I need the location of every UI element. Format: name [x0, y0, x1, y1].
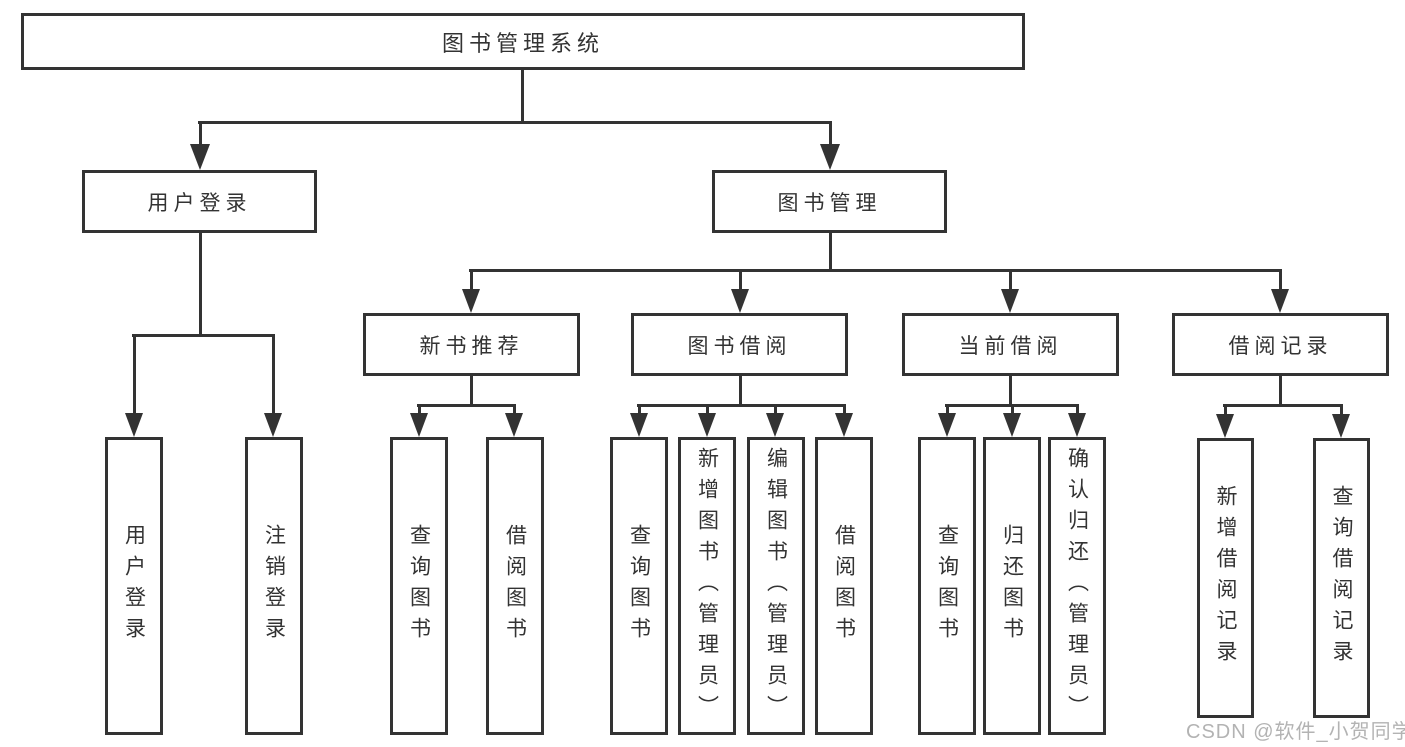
leaf-query-books-current: 查询图书 [918, 437, 976, 735]
arrowhead-to-book-borrow [731, 289, 749, 313]
connector-shaft [638, 404, 641, 415]
leaf-label: 借阅图书 [832, 524, 856, 648]
leaf-confirm-return-admin: 确认归还（管理员） [1048, 437, 1106, 735]
connector-shaft [774, 404, 777, 415]
node-borrowing-records: 借阅记录 [1172, 313, 1389, 376]
connector-book-mgmt-hbar [469, 269, 1282, 272]
leaf-add-books-admin: 新增图书（管理员） [678, 437, 736, 735]
connector-shaft [418, 404, 421, 415]
arrowhead-to-current-borrow [1001, 289, 1019, 313]
leaf-logout: 注销登录 [245, 437, 303, 735]
connector-shaft [1340, 404, 1343, 416]
leaf-edit-books-admin: 编辑图书（管理员） [747, 437, 805, 735]
connector-to-current-borrow-shaft [1009, 269, 1012, 291]
leaf-label: 新增借阅记录 [1214, 485, 1237, 671]
arrowhead [505, 413, 523, 437]
leaf-label: 查询图书 [407, 524, 431, 648]
connector-to-leaf-user-login-shaft [133, 334, 136, 415]
arrowhead [1003, 413, 1021, 437]
node-label: 借阅记录 [1228, 334, 1333, 358]
connector-shaft [1224, 404, 1227, 416]
connector-to-book-borrow-shaft [739, 269, 742, 291]
leaf-query-books-borrowing: 查询图书 [610, 437, 668, 735]
arrowhead [1068, 413, 1086, 437]
arrowhead [410, 413, 428, 437]
connector-book-borrow-hbar [637, 404, 846, 407]
arrowhead-to-borrow-records [1271, 289, 1289, 313]
leaf-label: 查询借阅记录 [1330, 485, 1353, 671]
leaf-label: 查询图书 [627, 524, 651, 648]
leaf-borrow-books: 借阅图书 [815, 437, 873, 735]
leaf-label: 编辑图书（管理员） [764, 446, 788, 726]
connector-book-borrow-vline [739, 375, 742, 406]
connector-borrow-records-hbar [1223, 404, 1343, 407]
connector-shaft [843, 404, 846, 415]
node-label: 图书借阅 [687, 334, 792, 358]
leaf-query-borrow-record: 查询借阅记录 [1313, 438, 1370, 718]
node-label: 新书推荐 [419, 334, 524, 358]
connector-user-login-hbar [132, 334, 275, 337]
arrowhead [630, 413, 648, 437]
leaf-label: 注销登录 [262, 524, 286, 648]
connector-root-vline [521, 70, 524, 123]
arrowhead-to-new-book [462, 289, 480, 313]
node-library-management-system: 图书管理系统 [21, 13, 1025, 70]
arrowhead [766, 413, 784, 437]
arrowhead-to-book-mgmt [820, 144, 840, 170]
leaf-query-books-recommend: 查询图书 [390, 437, 448, 735]
connector-shaft [513, 404, 516, 415]
connector-to-leaf-logout-shaft [272, 334, 275, 415]
node-label: 用户登录 [147, 191, 252, 215]
arrowhead [698, 413, 716, 437]
connector-shaft [946, 404, 949, 415]
connector-shaft [1076, 404, 1079, 415]
connector-shaft [706, 404, 709, 415]
connector-book-mgmt-vline [829, 232, 832, 271]
leaf-label: 确认归还（管理员） [1065, 446, 1089, 726]
leaf-label: 借阅图书 [503, 524, 527, 648]
node-current-borrowing: 当前借阅 [902, 313, 1119, 376]
leaf-add-borrow-record: 新增借阅记录 [1197, 438, 1254, 718]
node-label: 图书管理系统 [441, 30, 604, 56]
connector-new-book-hbar [417, 404, 516, 407]
node-book-borrowing: 图书借阅 [631, 313, 848, 376]
connector-new-book-vline [470, 375, 473, 406]
leaf-borrow-books-recommend: 借阅图书 [486, 437, 544, 735]
connector-user-login-vline [199, 232, 202, 336]
connector-borrow-records-vline [1279, 375, 1282, 406]
arrowhead [1332, 414, 1350, 438]
node-new-book-recommendation: 新书推荐 [363, 313, 580, 376]
leaf-label: 查询图书 [935, 524, 959, 648]
connector-to-new-book-shaft [470, 269, 473, 291]
leaf-label: 用户登录 [122, 524, 146, 648]
leaf-label: 归还图书 [1000, 524, 1024, 648]
connector-current-borrow-vline [1009, 375, 1012, 406]
connector-to-borrow-records-shaft [1279, 269, 1282, 291]
arrowhead [835, 413, 853, 437]
arrowhead-to-leaf-logout [264, 413, 282, 437]
csdn-watermark: CSDN @软件_小贺同学 [1186, 721, 1405, 743]
connector-root-to-book-mgmt-shaft [829, 121, 832, 148]
arrowhead-to-user-login [190, 144, 210, 170]
node-user-login: 用户登录 [82, 170, 317, 233]
node-label: 当前借阅 [958, 334, 1063, 358]
node-label: 图书管理 [777, 191, 882, 215]
connector-root-hbar [198, 121, 832, 124]
connector-root-to-user-login-shaft [199, 121, 202, 148]
leaf-user-login: 用户登录 [105, 437, 163, 735]
leaf-label: 新增图书（管理员） [695, 446, 719, 726]
arrowhead-to-leaf-user-login [125, 413, 143, 437]
leaf-return-books: 归还图书 [983, 437, 1041, 735]
arrowhead [1216, 414, 1234, 438]
node-book-management: 图书管理 [712, 170, 947, 233]
arrowhead [938, 413, 956, 437]
connector-shaft [1011, 404, 1014, 415]
